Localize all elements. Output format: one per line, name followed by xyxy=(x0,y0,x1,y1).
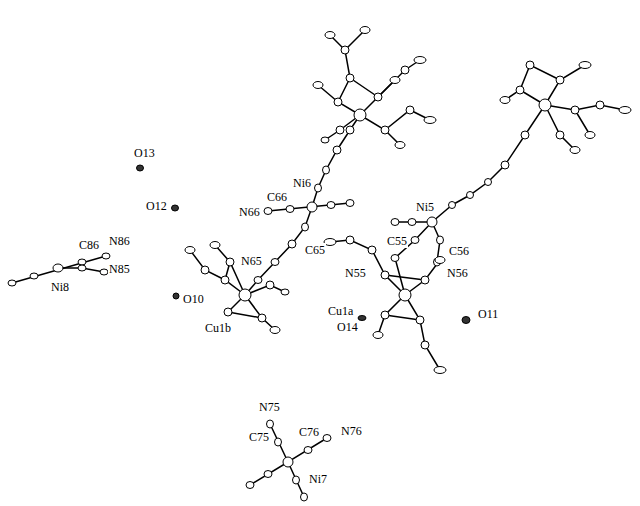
atom-label: O12 xyxy=(145,199,168,213)
atoms xyxy=(8,27,631,502)
atom-label: N65 xyxy=(240,254,263,268)
atom-label: C76 xyxy=(298,425,320,439)
atom-label: C55 xyxy=(386,234,408,248)
atom-label: Ni6 xyxy=(292,176,312,190)
atom-label: Ni5 xyxy=(415,200,435,214)
atom-label: N75 xyxy=(258,400,281,414)
atom-label: C65 xyxy=(304,243,326,257)
atom-label: C75 xyxy=(248,430,270,444)
atom-label: C56 xyxy=(448,244,470,258)
atom-label: O13 xyxy=(133,146,156,160)
atom-label: N86 xyxy=(108,234,131,248)
atom-label: N55 xyxy=(344,266,367,280)
atom-label: N56 xyxy=(446,266,469,280)
atom-label: Ni7 xyxy=(308,472,328,486)
atom-label: C86 xyxy=(78,238,100,252)
atom-label: Cu1a xyxy=(327,304,354,318)
water-oxygens xyxy=(137,165,471,324)
atom-label: O14 xyxy=(336,320,359,334)
atom-label: N76 xyxy=(340,424,363,438)
bonds xyxy=(12,30,625,497)
atom-label: O11 xyxy=(477,307,499,321)
atom-label: O10 xyxy=(182,292,205,306)
atom-label: Cu1b xyxy=(204,321,232,335)
atom-label: N85 xyxy=(108,262,131,276)
atom-label: C66 xyxy=(266,190,288,204)
atom-label: N66 xyxy=(238,205,261,219)
atom-label: Ni8 xyxy=(50,280,70,294)
